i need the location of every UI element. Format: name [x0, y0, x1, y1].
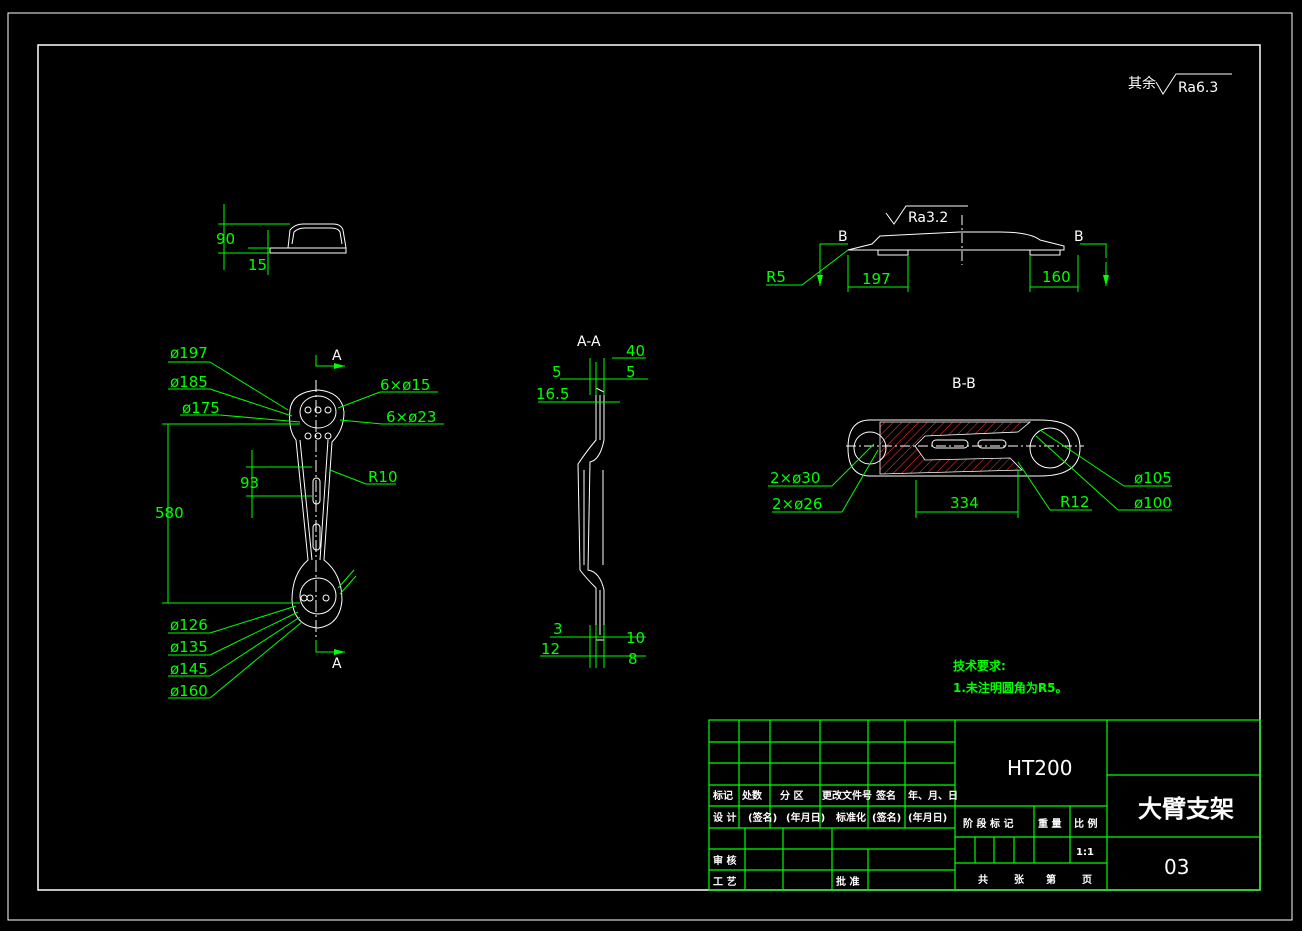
design-date: (年月日)	[786, 811, 825, 824]
roughness-symbol-icon	[1155, 73, 1232, 95]
tech-heading: 技术要求:	[953, 658, 1006, 673]
technical-requirements: 技术要求: 1.未注明圆角为R5。	[953, 658, 1068, 695]
hdr-count: 处数	[741, 789, 763, 802]
section-bb-view: B-B 2×ø30 2×ø26 334 R12 ø105 ø100	[768, 376, 1172, 518]
drawing-frame	[37, 44, 1261, 891]
section-marker-b-right: B	[1074, 229, 1084, 245]
holes-6x23: 6×ø23	[386, 408, 436, 426]
hdr-change-doc: 更改文件号	[822, 789, 872, 802]
dim-16-5: 16.5	[536, 385, 569, 403]
weight-label: 重 量	[1038, 817, 1061, 830]
design-label: 设 计	[713, 811, 736, 824]
dim-5-right: 5	[626, 363, 636, 381]
scale-value: 1:1	[1076, 847, 1094, 858]
title-block	[708, 719, 1261, 891]
general-roughness: 其余 Ra6.3	[1128, 73, 1232, 96]
roughness-value: Ra6.3	[1178, 80, 1218, 96]
approve-label: 批 准	[836, 875, 859, 888]
dia-126: ø126	[170, 616, 208, 634]
dim-334: 334	[950, 494, 979, 512]
title-block-text: 标记 处数 分 区 更改文件号 签名 年、月、日 设 计 (签名) (年月日) …	[712, 756, 1234, 888]
page-label: 页	[1082, 874, 1092, 886]
roughness-prefix: 其余	[1128, 75, 1156, 92]
sheet-total-label: 共	[978, 873, 988, 886]
dia-197: ø197	[170, 344, 208, 362]
radius-r12: R12	[1060, 493, 1090, 511]
std-sign: (签名)	[872, 811, 901, 824]
section-marker-b-left: B	[838, 229, 848, 245]
standardization-label: 标准化	[835, 811, 866, 824]
part-name: 大臂支架	[1138, 795, 1234, 823]
sheet-number-label: 第	[1046, 873, 1056, 886]
dim-3: 3	[553, 620, 563, 638]
material: HT200	[1007, 756, 1072, 780]
section-aa-title: A-A	[577, 334, 601, 350]
dia-135: ø135	[170, 638, 208, 656]
dia-175: ø175	[182, 399, 220, 417]
drawing-number: 03	[1164, 855, 1189, 879]
hdr-sign: 签名	[875, 789, 896, 802]
dim-10: 10	[626, 629, 645, 647]
front-view: A A ø197 ø185 ø175 6×ø15 6×ø23 R10 93 58…	[155, 344, 444, 700]
section-marker-a-top: A	[332, 348, 342, 364]
section-marker-a-bottom: A	[332, 656, 342, 672]
dim-90: 90	[216, 230, 235, 248]
dim-160: 160	[1042, 268, 1071, 286]
scale-label: 比 例	[1074, 817, 1097, 830]
hdr-date: 年、月、日	[908, 789, 958, 802]
section-bb-title: B-B	[952, 376, 976, 392]
dia-160: ø160	[170, 682, 208, 700]
design-sign: (签名)	[748, 811, 777, 824]
dia-100: ø100	[1134, 494, 1172, 512]
top-view: 90 15	[216, 204, 347, 275]
tech-line-1: 1.未注明圆角为R5。	[953, 680, 1068, 695]
dia-145: ø145	[170, 660, 208, 678]
dim-93: 93	[240, 474, 259, 492]
radius-r5: R5	[766, 268, 786, 286]
holes-2x30: 2×ø30	[770, 469, 820, 487]
surface-roughness-value: Ra3.2	[908, 210, 948, 226]
holes-6x15: 6×ø15	[380, 376, 430, 394]
std-date: (年月日)	[908, 811, 947, 824]
dia-105: ø105	[1134, 469, 1172, 487]
dim-197: 197	[862, 270, 891, 288]
sheet-unit-label: 张	[1014, 873, 1025, 886]
stage-mark-label: 阶 段 标 记	[963, 817, 1013, 830]
dim-12: 12	[541, 640, 560, 658]
hdr-mark: 标记	[712, 789, 733, 802]
side-view: Ra3.2 B B R5 197 160	[766, 205, 1109, 292]
dim-5-left: 5	[552, 363, 562, 381]
radius-r10: R10	[368, 468, 398, 486]
dim-8: 8	[628, 650, 638, 668]
review-label: 审 核	[713, 854, 736, 867]
holes-2x26: 2×ø26	[772, 495, 822, 513]
hdr-zone: 分 区	[780, 789, 803, 802]
process-label: 工 艺	[713, 875, 736, 888]
dim-40: 40	[626, 342, 645, 360]
dim-15: 15	[248, 256, 267, 274]
outer-border	[7, 12, 1293, 921]
dim-580: 580	[155, 504, 184, 522]
surface-roughness-icon	[885, 205, 968, 225]
dia-185: ø185	[170, 373, 208, 391]
section-aa-view: A-A 40 5 5 16.5 3 10 12 8	[536, 334, 648, 668]
